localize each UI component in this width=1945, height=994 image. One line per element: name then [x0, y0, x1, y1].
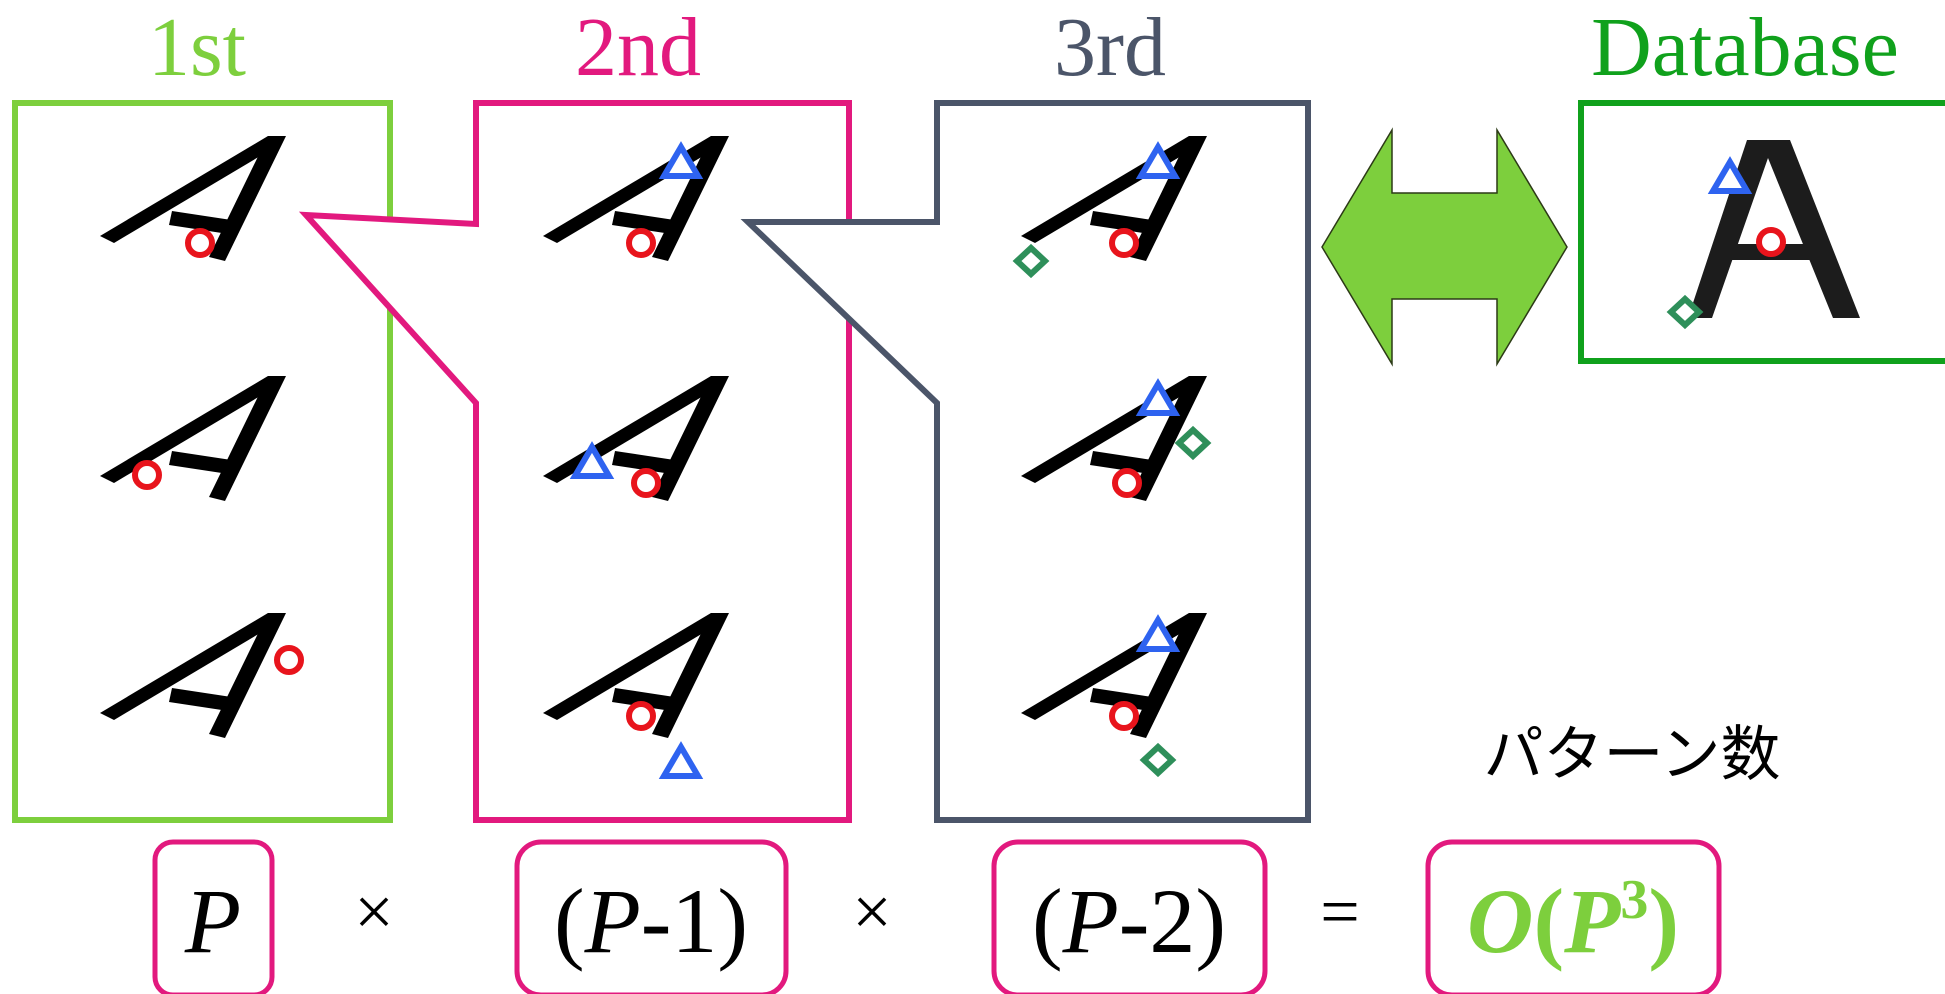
- times-sign-2: ×: [852, 874, 891, 951]
- circle-marker: [1112, 468, 1142, 498]
- diamond-marker: [1139, 742, 1177, 778]
- second-stage-glyph-1: [543, 136, 729, 261]
- diamond-marker: [1012, 243, 1050, 279]
- term-2-box: [514, 839, 789, 994]
- second-stage-glyph-3: [543, 613, 729, 779]
- triangle-marker: [1135, 141, 1181, 179]
- triangle-marker: [1135, 378, 1181, 416]
- term-1-box: [152, 839, 275, 994]
- circle-marker: [631, 468, 661, 498]
- times-sign-1: ×: [354, 874, 393, 951]
- first-stage-glyph-3: [100, 613, 304, 738]
- pattern-count-label: パターン数: [1484, 720, 1781, 790]
- first-stage-glyph-2: [100, 376, 286, 501]
- first-stage-box: [12, 100, 393, 823]
- database-glyph: [1666, 140, 1860, 330]
- term-3-box: [991, 839, 1268, 994]
- term-3: (P-2): [1032, 870, 1226, 972]
- triangle-marker: [569, 441, 615, 479]
- term-1: P: [184, 870, 241, 972]
- heading-second: 2nd: [575, 1, 701, 94]
- result-box: [1425, 839, 1722, 994]
- circle-marker: [274, 645, 304, 675]
- circle-marker: [1756, 227, 1786, 257]
- triangle-marker: [658, 741, 704, 779]
- third-stage-glyph-2: [1021, 376, 1212, 501]
- first-stage-glyph-1: [100, 136, 286, 261]
- heading-third: 3rd: [1054, 1, 1166, 94]
- second-stage-glyph-2: [543, 376, 729, 501]
- circle-marker: [1109, 701, 1139, 731]
- circle-marker: [185, 228, 215, 258]
- circle-marker: [1109, 228, 1139, 258]
- triangle-marker: [1135, 614, 1181, 652]
- diamond-marker: [1174, 425, 1212, 461]
- circle-marker: [626, 228, 656, 258]
- triangle-marker: [658, 141, 704, 179]
- term-2: (P-1): [554, 870, 748, 972]
- diamond-marker: [1666, 294, 1704, 330]
- triangle-marker: [1707, 156, 1753, 194]
- double-arrow: [1321, 127, 1568, 367]
- heading-database: Database: [1591, 1, 1899, 94]
- database-box: [1578, 100, 1945, 364]
- heading-first: 1st: [148, 1, 246, 94]
- third-stage-glyph-3: [1021, 613, 1207, 778]
- equals-sign: =: [1320, 874, 1359, 951]
- third-stage-glyph-1: [1012, 136, 1207, 279]
- result-term: O(P3): [1467, 869, 1679, 972]
- circle-marker: [132, 460, 162, 490]
- circle-marker: [626, 701, 656, 731]
